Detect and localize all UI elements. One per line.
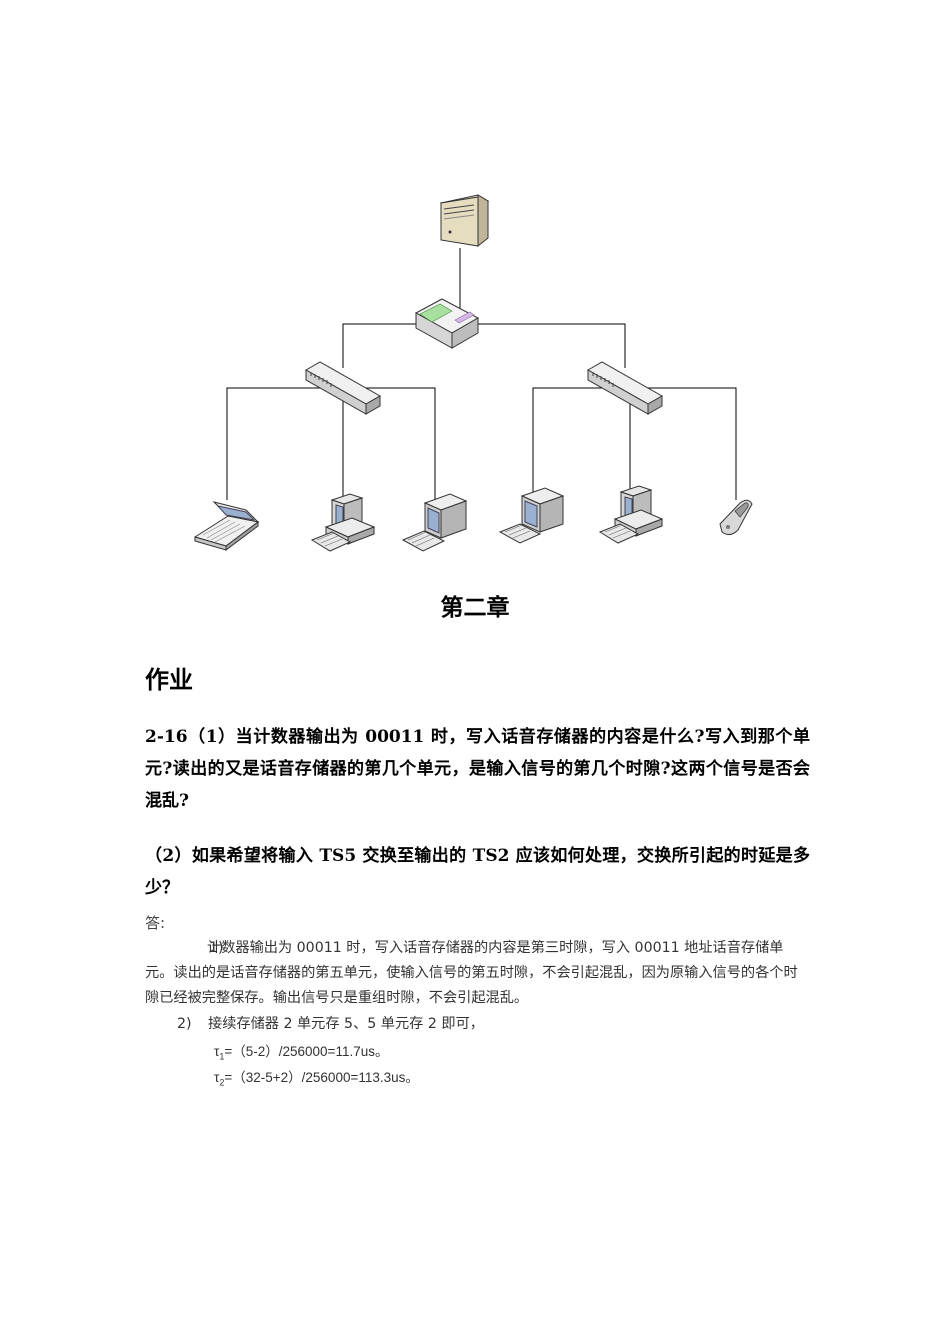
formula-tau-1: τ1=（5-2）/256000=11.7us。 xyxy=(214,1040,388,1062)
mobile-phone-icon xyxy=(719,499,753,536)
desktop-monitor-icon-1 xyxy=(401,493,468,552)
formula-1-tau: τ xyxy=(214,1044,220,1059)
formula-1-expression: =（5-2）/256000=11.7us。 xyxy=(224,1044,389,1059)
answer-item-1-number: 1) xyxy=(209,940,224,956)
desktop-monitor-icon-2 xyxy=(498,487,565,544)
answer-item-2-text: 接续存储器 2 单元存 5、5 单元存 2 即可， xyxy=(208,1016,484,1032)
network-topology-diagram xyxy=(193,194,753,552)
formula-1-subscript: 1 xyxy=(219,1051,225,1062)
question-part-1: 2-16（1）当计数器输出为 00011 时，写入话音存储器的内容是什么?写入到… xyxy=(145,727,810,811)
formula-2-subscript: 2 xyxy=(219,1077,225,1088)
laptop-icon xyxy=(193,501,260,551)
question-part-2: （2）如果希望将输入 TS5 交换至输出的 TS2 应该如何处理，交换所引起的时… xyxy=(145,846,810,898)
desktop-pc-icon-2 xyxy=(598,485,664,544)
answer-label: 答: xyxy=(145,914,166,932)
desktop-pc-icon-1 xyxy=(310,493,376,552)
switch-right-icon xyxy=(586,361,664,415)
formula-tau-2: τ2=（32-5+2）/256000=113.3us。 xyxy=(214,1066,419,1088)
router-icon xyxy=(414,298,480,349)
answer-item-1: 1)计数器输出为 00011 时，写入话音存储器的内容是第三时隙，写入 0001… xyxy=(145,936,810,1011)
chapter-title: 第二章 xyxy=(440,595,510,621)
connection-lines xyxy=(226,248,737,500)
section-title: 作业 xyxy=(145,666,193,694)
switch-left-icon xyxy=(304,361,382,415)
formula-2-tau: τ xyxy=(214,1070,220,1085)
answer-item-2-number: 2) xyxy=(177,1016,192,1032)
answer-item-1-text: 计数器输出为 00011 时，写入话音存储器的内容是第三时隙，写入 00011 … xyxy=(145,940,798,1006)
answer-item-2: 2) 接续存储器 2 单元存 5、5 单元存 2 即可， xyxy=(177,1013,484,1033)
server-icon xyxy=(439,194,490,248)
formula-2-expression: =（32-5+2）/256000=113.3us。 xyxy=(224,1070,419,1085)
